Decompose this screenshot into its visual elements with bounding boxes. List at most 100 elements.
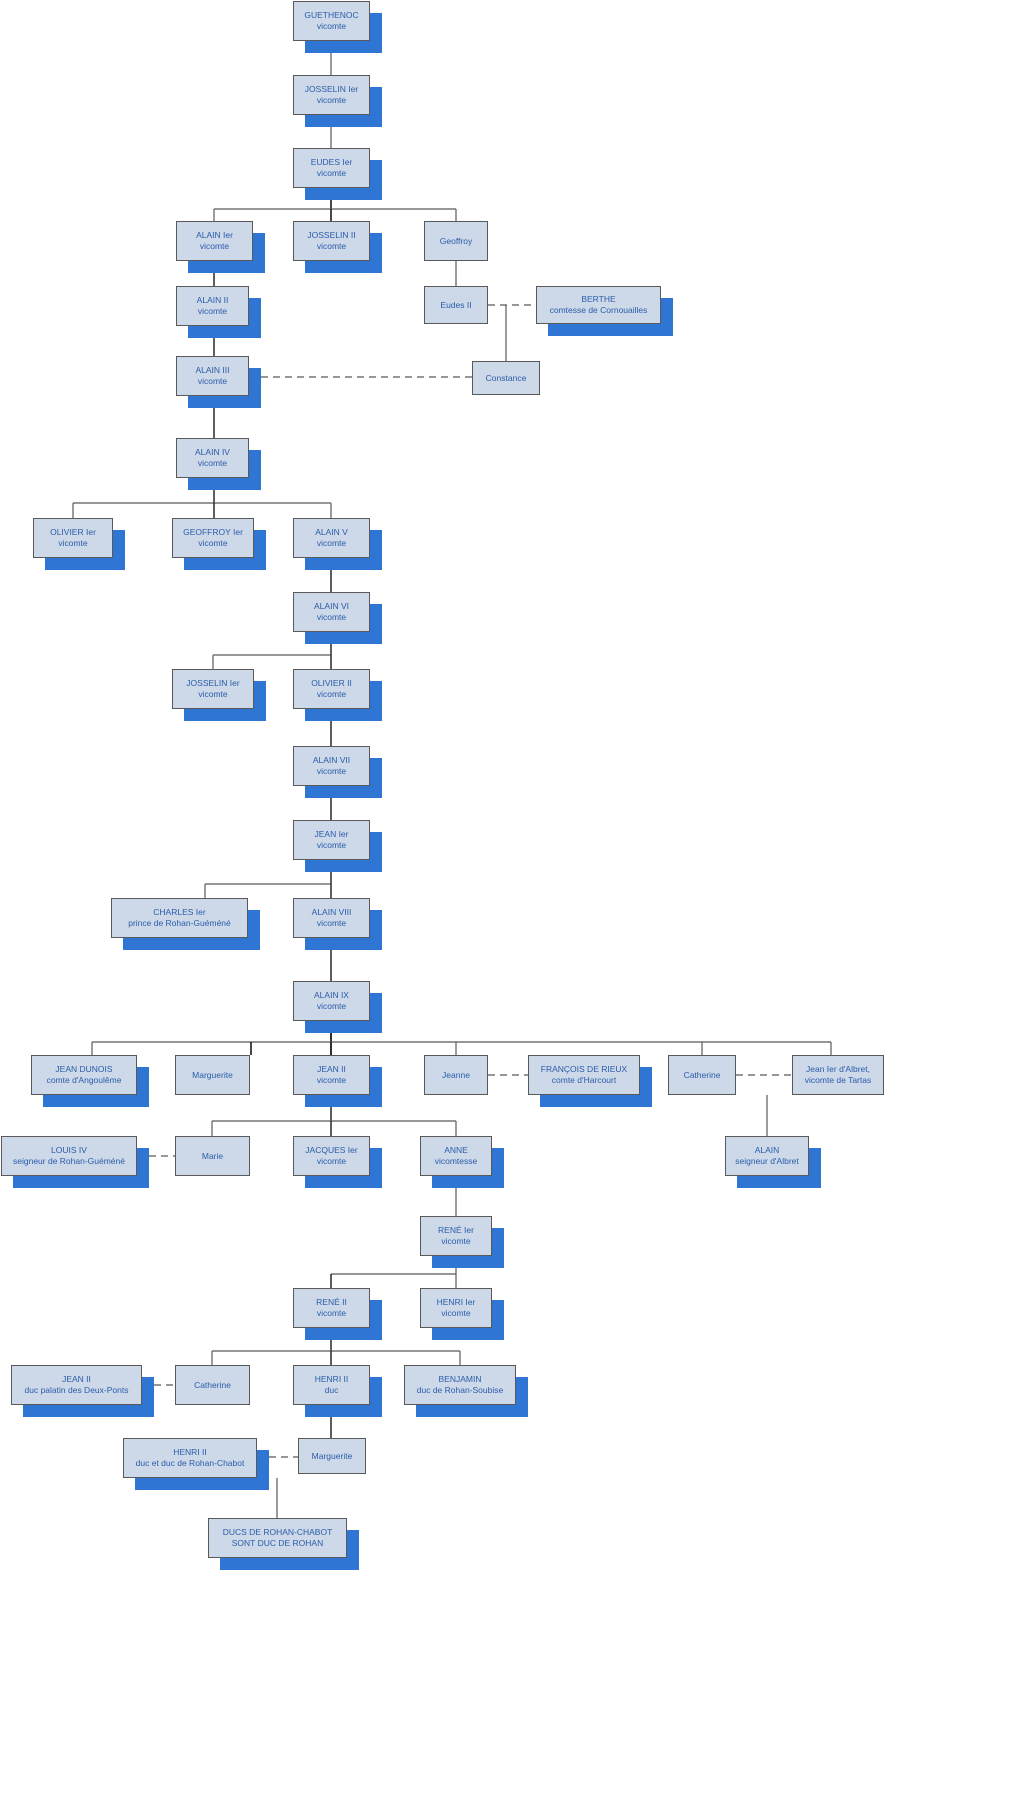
tree-node-marguerite2[interactable]: Marguerite	[298, 1438, 366, 1474]
node-name: ALAIN IX	[314, 990, 349, 1001]
node-subtitle: vicomte	[316, 918, 347, 928]
node-subtitle: comtesse de Cornouailles	[549, 305, 648, 315]
tree-node-catherine1[interactable]: Catherine	[668, 1055, 736, 1095]
node-subtitle: vicomte	[197, 458, 228, 468]
node-name: FRANÇOIS DE RIEUX	[540, 1064, 628, 1075]
tree-node-catherine2[interactable]: Catherine	[175, 1365, 250, 1405]
node-name: Catherine	[194, 1379, 231, 1390]
tree-node-jean1albret[interactable]: Jean Ier d'Albret,vicomte de Tartas	[792, 1055, 884, 1095]
node-name: Marguerite	[192, 1069, 233, 1080]
node-name: ALAIN VIII	[311, 907, 352, 918]
node-name: JACQUES Ier	[305, 1145, 358, 1156]
node-name: GUETHENOC	[304, 10, 359, 21]
node-name: Constance	[485, 372, 527, 383]
node-subtitle: duc palatin des Deux-Ponts	[24, 1385, 129, 1395]
node-subtitle: vicomte	[316, 95, 347, 105]
node-subtitle: vicomte	[316, 1308, 347, 1318]
node-name: Eudes II	[440, 299, 472, 310]
node-subtitle: vicomte	[316, 689, 347, 699]
node-name: RENÉ Ier	[438, 1225, 474, 1236]
node-subtitle: vicomte	[58, 538, 88, 548]
node-name: Marguerite	[311, 1450, 353, 1461]
node-name: Jean Ier d'Albret,	[806, 1064, 870, 1075]
node-name: ALAIN VI	[314, 601, 349, 612]
tree-node-marie[interactable]: Marie	[175, 1136, 250, 1176]
node-name: JOSSELIN II	[307, 230, 356, 241]
node-name: OLIVIER II	[311, 678, 352, 689]
tree-node-constance[interactable]: Constance	[472, 361, 540, 395]
node-subtitle: vicomtesse	[434, 1156, 478, 1166]
node-subtitle: vicomte	[199, 241, 230, 251]
node-name: EUDES Ier	[310, 157, 353, 168]
node-name: ANNE	[444, 1145, 468, 1156]
node-name: OLIVIER Ier	[50, 527, 96, 538]
node-name: Catherine	[683, 1069, 721, 1080]
node-name: Marie	[201, 1150, 224, 1161]
node-subtitle: seigneur d'Albret	[735, 1156, 799, 1166]
node-subtitle: vicomte	[316, 840, 347, 850]
node-name: JEAN II	[62, 1374, 91, 1385]
node-name: DUCS DE ROHAN-CHABOT	[222, 1527, 333, 1538]
tree-node-marguerite1[interactable]: Marguerite	[175, 1055, 250, 1095]
node-subtitle: vicomte	[441, 1308, 471, 1318]
node-subtitle: duc et duc de Rohan-Chabot	[135, 1458, 245, 1468]
node-subtitle: vicomte	[316, 21, 347, 31]
node-name: JEAN II	[317, 1064, 346, 1075]
node-subtitle: vicomte	[316, 1001, 347, 1011]
tree-node-geoffroy[interactable]: Geoffroy	[424, 221, 488, 261]
node-name: BERTHE	[581, 294, 616, 305]
node-name: Jeanne	[442, 1069, 470, 1080]
node-name: LOUIS IV	[51, 1145, 87, 1156]
node-name: CHARLES Ier	[153, 907, 206, 918]
node-subtitle: comte d'Harcourt	[551, 1075, 617, 1085]
node-name: HENRI Ier	[436, 1297, 476, 1308]
node-name: GEOFFROY Ier	[183, 527, 243, 538]
tree-node-jeanne[interactable]: Jeanne	[424, 1055, 488, 1095]
node-subtitle: vicomte	[197, 376, 228, 386]
node-subtitle: seigneur de Rohan-Guéméné	[13, 1156, 125, 1166]
node-subtitle: vicomte de Tartas	[804, 1075, 872, 1085]
node-name: ALAIN VII	[312, 755, 351, 766]
tree-node-eudes2[interactable]: Eudes II	[424, 286, 488, 324]
node-subtitle: prince de Rohan-Guéméné	[128, 918, 231, 928]
node-subtitle: vicomte	[316, 538, 347, 548]
node-name: RENÉ II	[316, 1297, 347, 1308]
node-subtitle: vicomte	[316, 612, 347, 622]
node-subtitle: duc de Rohan-Soubise	[416, 1385, 504, 1395]
